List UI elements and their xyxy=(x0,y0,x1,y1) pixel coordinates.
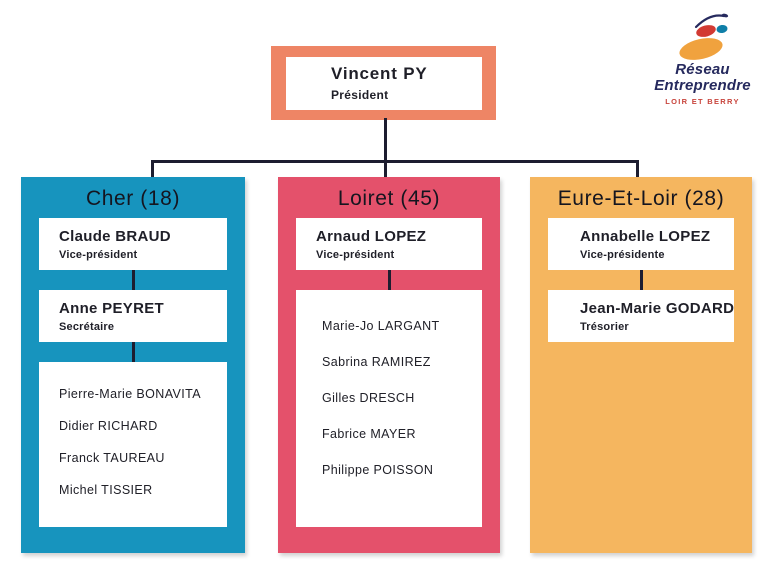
member-name: Sabrina RAMIREZ xyxy=(322,355,431,369)
president-box-inner: Vincent PY Président xyxy=(286,57,482,110)
member-name: Franck TAUREAU xyxy=(59,451,165,465)
officer-role: Secrétaire xyxy=(59,321,115,333)
logo: Réseau Entreprendre LOIR ET BERRY xyxy=(645,10,760,106)
column-title: Eure-Et-Loir (28) xyxy=(557,187,725,210)
officer-box: Arnaud LOPEZ Vice-président xyxy=(296,218,482,270)
officer-name: Claude BRAUD xyxy=(59,228,171,245)
connector-vertical-center xyxy=(384,118,387,178)
logo-region-text: LOIR ET BERRY xyxy=(665,97,740,106)
member-name: Fabrice MAYER xyxy=(322,427,416,441)
officer-role: Trésorier xyxy=(580,321,629,333)
president-name: Vincent PY xyxy=(331,64,428,83)
officer-name: Jean-Marie GODARD xyxy=(580,300,735,317)
column-eure-et-loir: Eure-Et-Loir (28) Annabelle LOPEZ Vice-pré… xyxy=(530,177,752,553)
logo-mark-icon xyxy=(678,13,728,60)
officer-box: Annabelle LOPEZ Vice-présidente xyxy=(548,218,734,270)
president-box: Vincent PY Président xyxy=(271,46,496,120)
member-name: Didier RICHARD xyxy=(59,419,158,433)
officer-name: Annabelle LOPEZ xyxy=(580,228,711,245)
officer-name: Arnaud LOPEZ xyxy=(316,228,427,245)
members-box: Marie-Jo LARGANT Sabrina RAMIREZ Gilles DR… xyxy=(296,290,482,527)
officer-box: Anne PEYRET Secrétaire xyxy=(39,290,227,342)
logo-text-line2: Entreprendre xyxy=(654,77,751,94)
connector-vertical-left xyxy=(151,160,154,178)
member-name: Pierre-Marie BONAVITA xyxy=(59,387,201,401)
president-role: Président xyxy=(331,88,389,102)
connector-horizontal xyxy=(151,160,639,163)
officer-box: Claude BRAUD Vice-président xyxy=(39,218,227,270)
connector-segment xyxy=(387,270,391,290)
officer-box: Jean-Marie GODARD Trésorier xyxy=(548,290,734,342)
member-name: Philippe POISSON xyxy=(322,463,434,477)
column-title: Cher (18) xyxy=(85,187,181,210)
logo-text-line1: Réseau xyxy=(675,61,730,78)
connector-segment xyxy=(639,270,643,290)
officer-name: Anne PEYRET xyxy=(59,300,164,317)
column-title: Loiret (45) xyxy=(337,187,441,210)
member-name: Gilles DRESCH xyxy=(322,391,415,405)
members-box: Pierre-Marie BONAVITA Didier RICHARD Franc… xyxy=(39,362,227,527)
connector-segment xyxy=(131,342,135,362)
officer-role: Vice-présidente xyxy=(580,249,665,261)
officer-role: Vice-président xyxy=(59,249,138,261)
member-name: Michel TISSIER xyxy=(59,483,153,497)
officer-role: Vice-président xyxy=(316,249,395,261)
connector-vertical-right xyxy=(636,160,639,178)
member-name: Marie-Jo LARGANT xyxy=(322,319,440,333)
connector-segment xyxy=(131,270,135,290)
